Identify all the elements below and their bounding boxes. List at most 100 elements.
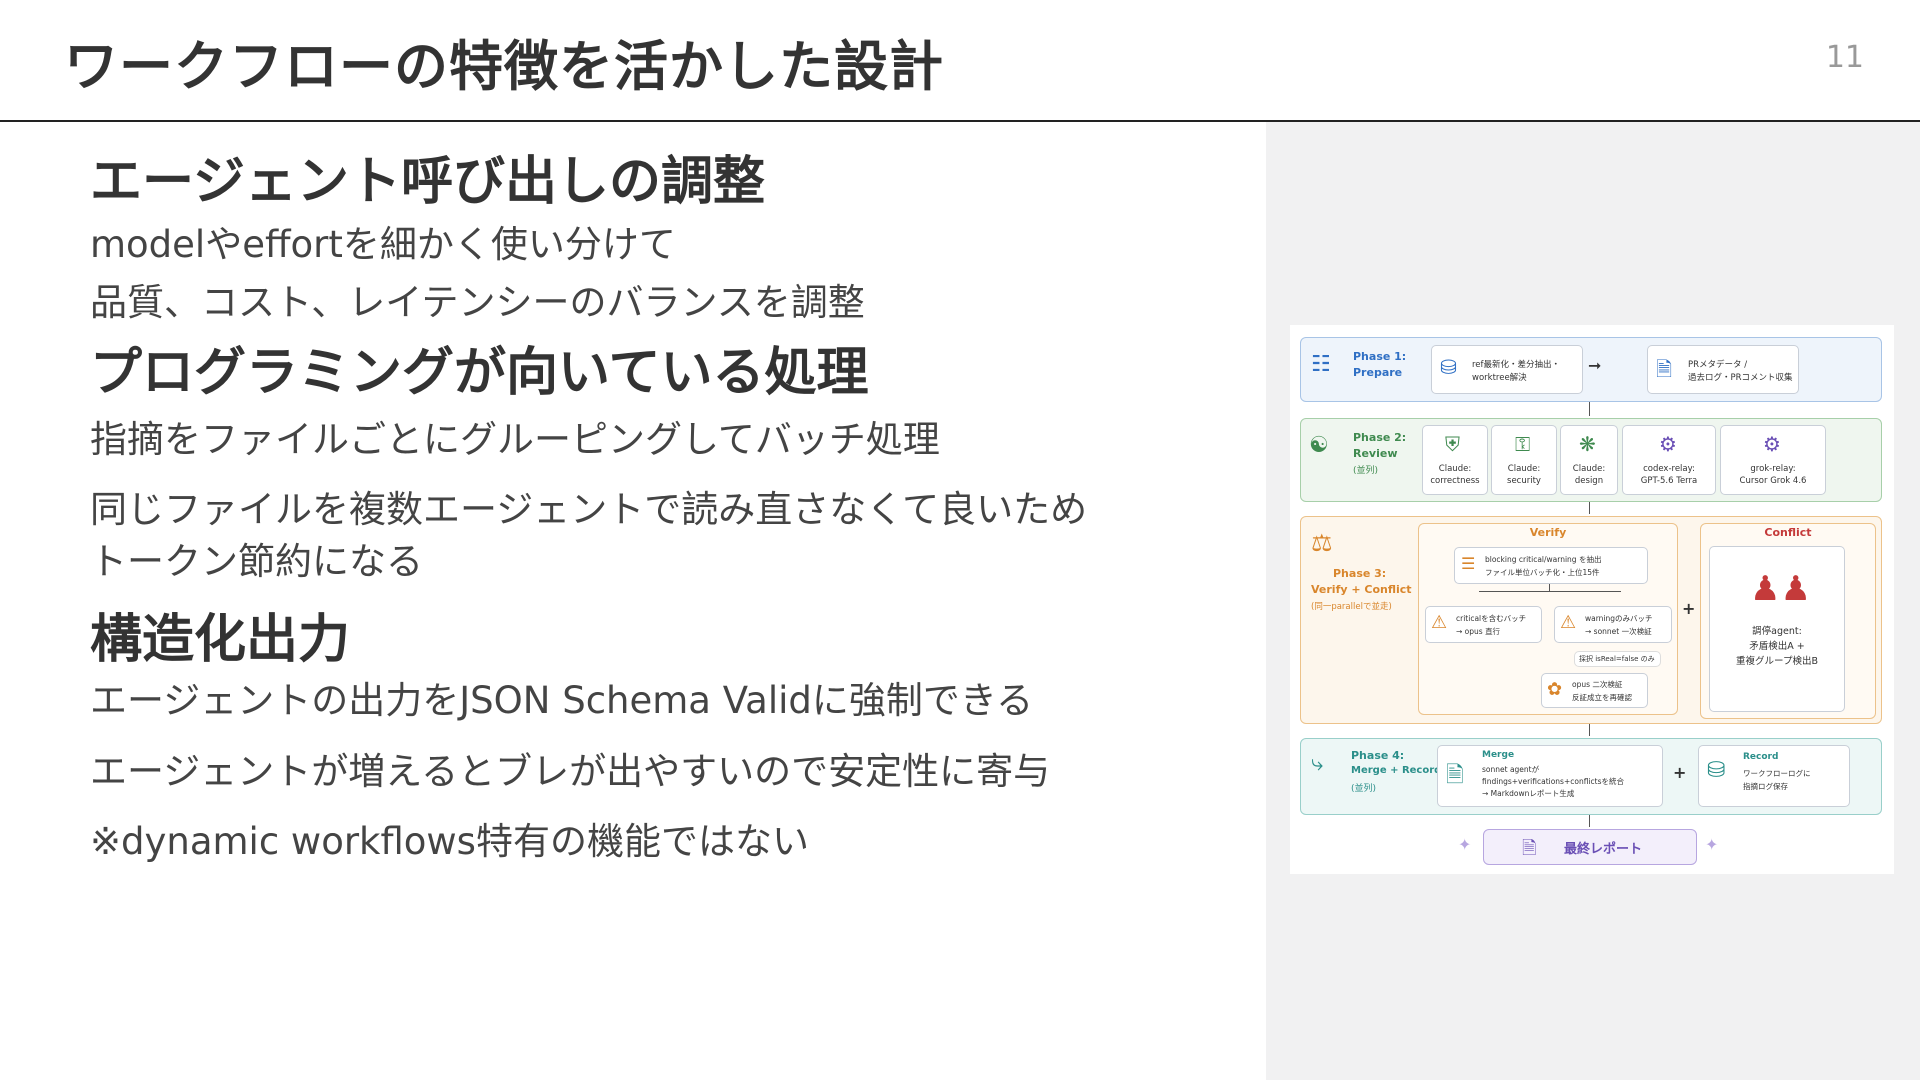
slide-header: ワークフローの特徴を活かした設計 11 [0, 0, 1920, 122]
database-icon: ⛁ [1440, 355, 1457, 379]
phase1-step2-text: PRメタデータ / [1688, 360, 1748, 370]
agent-role: security [1507, 476, 1541, 486]
verify-title: Verify [1529, 526, 1567, 539]
warning-batch-card: ⚠ warningのみバッチ → sonnet 一次検証 [1554, 606, 1672, 643]
phase1-step2-text: 過去ログ・PRコメント収集 [1688, 373, 1793, 383]
agent-name: Claude: [1572, 464, 1606, 474]
phase1-step-meta: 🗎 PRメタデータ / 過去ログ・PRコメント収集 [1647, 345, 1799, 394]
section-heading-agent-calls: エージェント呼び出しの調整 [90, 152, 765, 212]
phase3-label: Phase 3: [1333, 567, 1387, 580]
flow-arrow [1549, 584, 1550, 592]
conflict-text: 調停agent: [1752, 626, 1802, 637]
agent-role: Cursor Grok 4.6 [1739, 476, 1807, 486]
critical-batch-card: ⚠ criticalを含むバッチ → opus 直行 [1425, 606, 1542, 643]
critical-text: criticalを含むバッチ [1456, 614, 1527, 623]
agent-role: correctness [1430, 476, 1480, 486]
phase3-name: Verify + Conflict [1311, 583, 1412, 596]
flow-arrow [1589, 724, 1590, 736]
section-line: エージェントの出力をJSON Schema Validに強制できる [90, 679, 1034, 723]
agent-name: codex-relay: [1643, 464, 1695, 474]
people-conflict-icon: ♟♟ [1750, 569, 1811, 609]
conflict-panel: Conflict ♟♟ 調停agent: 矛盾検出A + 重複グループ検出B [1700, 523, 1876, 719]
record-card: ⛁ Record ワークフローログに 指摘ログ保存 [1698, 745, 1850, 807]
people-network-icon: ☯ [1309, 433, 1329, 458]
warning-text: → sonnet 一次検証 [1585, 627, 1652, 636]
agent-card: ❋ Claude: design [1560, 425, 1618, 495]
phase4-note: (並列) [1351, 784, 1377, 794]
agent-name: Claude: [1507, 464, 1541, 474]
document-icon: 🗎 [1446, 763, 1464, 788]
conflict-text: 矛盾検出A + [1749, 641, 1805, 652]
phase1-step1-text: worktree解決 [1472, 373, 1527, 383]
slide-title: ワークフローの特徴を活かした設計 [64, 35, 944, 98]
phase1-name: Prepare [1353, 366, 1403, 379]
conflict-card: ♟♟ 調停agent: 矛盾検出A + 重複グループ検出B [1709, 546, 1845, 712]
section-line: 同じファイルを複数エージェントで読み直さなくて良いため [90, 488, 1088, 532]
merge-text: sonnet agentが [1482, 765, 1540, 774]
merge-icon: ⤷ [1311, 751, 1324, 776]
section-line: 指摘をファイルごとにグルーピングしてバッチ処理 [90, 418, 940, 462]
slide-content: エージェント呼び出しの調整 modelやeffortを細かく使い分けて 品質、コ… [90, 150, 1240, 866]
agent-card: ⚙ grok-relay: Cursor Grok 4.6 [1720, 425, 1826, 495]
section-heading-structured-output: 構造化出力 [90, 610, 351, 671]
document-icon: 🗎 [1656, 357, 1673, 381]
brain-icon: ✿ [1547, 679, 1563, 700]
agent-role: GPT-5.6 Terra [1640, 476, 1698, 486]
agent-role: design [1574, 476, 1604, 486]
clipboard-icon: ☷ [1311, 352, 1331, 377]
filter-text: 採択 isReal=false のみ [1579, 655, 1655, 663]
record-title: Record [1743, 752, 1779, 762]
phase2-name: Review [1353, 447, 1398, 460]
phase3-box: ⚖ Phase 3: Verify + Conflict (同一parallel… [1300, 516, 1882, 724]
phase1-step-ref: ⛁ ref最新化・差分抽出・ worktree解決 [1431, 345, 1583, 394]
verify-panel: Verify ☰ blocking critical/warning を抽出 フ… [1418, 523, 1678, 715]
opus-verify-card: ✿ opus 二次検証 反証成立を再確認 [1541, 673, 1648, 708]
database-icon: ⛁ [1707, 758, 1726, 783]
document-icon: 🗎 [1522, 838, 1537, 859]
puzzle-icon: ❋ [1579, 432, 1596, 456]
phase4-label: Phase 4: [1351, 749, 1405, 762]
robot-icon: ⚙ [1763, 432, 1781, 456]
opus-text: opus 二次検証 [1572, 680, 1623, 689]
lock-icon: ⚿ [1515, 432, 1531, 456]
arrow-right-icon: ➞ [1588, 356, 1602, 375]
merge-text: findings+verifications+conflictsを統合 [1482, 777, 1624, 786]
filter-tag: 採択 isReal=false のみ [1574, 651, 1661, 667]
scales-icon: ⚖ [1311, 529, 1333, 557]
sparkle-icon: ✦ [1705, 835, 1719, 854]
merge-text: → Markdownレポート生成 [1482, 789, 1575, 798]
conflict-text: 重複グループ検出B [1736, 656, 1818, 667]
record-text: ワークフローログに [1743, 769, 1811, 778]
plus-sign: + [1673, 763, 1687, 782]
phase3-note: (同一parallelで並走) [1311, 602, 1392, 612]
shield-icon: ⛨ [1445, 432, 1460, 456]
extract-text: ファイル単位バッチ化・上位15件 [1485, 568, 1600, 577]
section-line: トークン節約になる [90, 540, 423, 584]
section-line: エージェントが増えるとブレが出やすいので安定性に寄与 [90, 749, 1051, 793]
warning-text: warningのみバッチ [1585, 614, 1653, 623]
workflow-diagram: ☷ Phase 1: Prepare ⛁ ref最新化・差分抽出・ worktr… [1290, 325, 1894, 874]
final-report-box: 🗎 最終レポート [1483, 829, 1697, 865]
phase1-step1-text: ref最新化・差分抽出・ [1472, 360, 1561, 370]
list-icon: ☰ [1461, 554, 1476, 573]
critical-text: → opus 直行 [1456, 627, 1501, 636]
agent-card: ⛨ Claude: correctness [1422, 425, 1488, 495]
conflict-title: Conflict [1764, 526, 1812, 539]
section-heading-programming: プログラミングが向いている処理 [90, 343, 869, 404]
section-line: ※dynamic workflows特有の機能ではない [90, 819, 809, 863]
agent-name: grok-relay: [1750, 464, 1796, 474]
phase4-box: ⤷ Phase 4: Merge + Record (並列) 🗎 Merge s… [1300, 738, 1882, 815]
page-number: 11 [1825, 40, 1864, 75]
phase2-box: ☯ Phase 2: Review (並列) ⛨ Claude: correct… [1300, 418, 1882, 502]
extract-text: blocking critical/warning を抽出 [1485, 555, 1602, 564]
branch-line [1479, 591, 1621, 598]
agent-card: ⚿ Claude: security [1491, 425, 1557, 495]
flow-arrow [1589, 402, 1590, 416]
phase2-label: Phase 2: [1353, 431, 1407, 444]
phase4-name: Merge + Record [1351, 765, 1442, 776]
agent-card: ⚙ codex-relay: GPT-5.6 Terra [1622, 425, 1716, 495]
phase2-note: (並列) [1353, 466, 1379, 476]
section-line: modelやeffortを細かく使い分けて [90, 223, 676, 266]
extract-card: ☰ blocking critical/warning を抽出 ファイル単位バッ… [1454, 547, 1648, 584]
robot-icon: ⚙ [1659, 432, 1677, 456]
